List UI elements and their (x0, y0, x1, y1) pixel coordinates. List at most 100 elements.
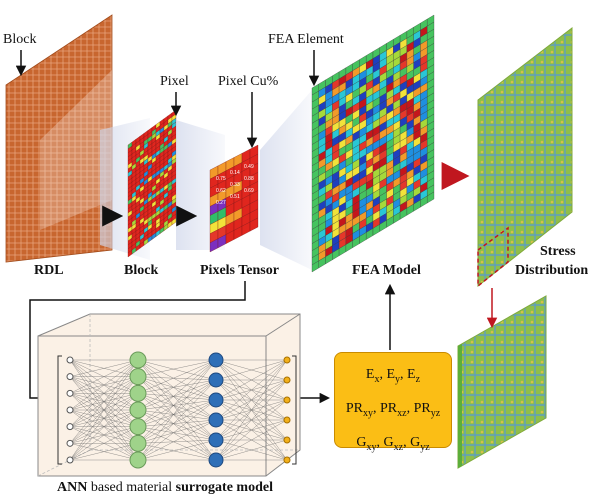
ann-neuron (283, 396, 291, 404)
ann-neuron (66, 456, 74, 464)
ann-neuron (208, 392, 224, 408)
ann-connection (215, 419, 288, 461)
ann-connection (137, 399, 217, 427)
ann-connection (69, 426, 139, 461)
ann-connection (137, 443, 217, 461)
ann-connection (137, 376, 217, 401)
ann-neuron (283, 376, 291, 384)
caption-part-mid: based material (87, 480, 176, 495)
pixels-tensor-panel: 0.750.140.490.620.330.880.270.510.69 (209, 144, 259, 253)
ann-connection (69, 443, 139, 461)
ann-connection (69, 359, 139, 394)
ann-connection (137, 379, 217, 394)
ann-connection (137, 359, 217, 427)
property-PR-yz: PRyz (413, 400, 441, 419)
ann-neuron (129, 368, 147, 386)
ann-neuron (129, 451, 147, 469)
ann-connection (215, 359, 288, 461)
ann-connection (69, 409, 139, 461)
tensor-value: 0.88 (244, 176, 254, 182)
label-stress-1: Stress (540, 244, 576, 259)
tensor-value: 0.33 (230, 182, 240, 188)
property-E-x: Ex, (365, 367, 387, 385)
ann-neuron (66, 389, 74, 397)
ann-connection (69, 359, 139, 461)
tensor-value: 0.49 (244, 164, 254, 170)
ann-neuron (283, 436, 291, 444)
property-E-z: Ez (407, 367, 421, 385)
ann-neuron (208, 412, 224, 428)
ann-neuron (66, 439, 74, 447)
tensor-value: 0.62 (216, 188, 226, 194)
ann-neuron (66, 373, 74, 381)
ann-connection (137, 393, 217, 421)
ann-connection (137, 376, 217, 381)
ann-connection (137, 393, 217, 401)
label-block-top: Block (3, 32, 37, 47)
label-fea-model: FEA Model (352, 263, 421, 278)
tensor-value: 0.14 (230, 170, 240, 176)
ann-neuron (66, 356, 74, 364)
ann-neuron (283, 416, 291, 424)
ann-connection (137, 359, 217, 394)
fea-model-panel (311, 14, 435, 273)
ann-connection (137, 399, 217, 461)
ann-neuron (129, 418, 147, 436)
material-properties-box: Ex, Ey, Ez PRxy, PRxz, PRyz Gxy, Gxz, Gy… (334, 352, 452, 453)
ann-neuron (283, 456, 291, 464)
property-PR-xy: PRxy, (345, 400, 380, 419)
ann-connection (215, 379, 288, 461)
ann-connection (69, 359, 139, 444)
property-G-xz: Gxz, (383, 434, 411, 453)
label-pixel: Pixel (160, 74, 189, 89)
ann-connection (137, 426, 217, 441)
property-E-y: Ey, (386, 367, 408, 385)
caption-part-surrogate: surrogate model (175, 480, 273, 495)
ann-connection (137, 399, 217, 411)
ann-neuron (66, 406, 74, 414)
ann-neuron (208, 452, 224, 468)
ann-connection (137, 393, 217, 441)
property-PR-xz: PRxz, (379, 400, 414, 419)
ann-connection (69, 359, 139, 377)
ann-neuron (208, 352, 224, 368)
ann-connection (69, 376, 139, 461)
ann-connection (137, 419, 217, 427)
ann-connection (137, 379, 217, 461)
property-G-xy: Gxy, (356, 434, 384, 453)
caption-part-ann: ANN (57, 480, 88, 495)
ann-neuron (129, 384, 147, 402)
ann-connection (69, 393, 139, 461)
ann-neuron (66, 423, 74, 431)
ann-connection (215, 359, 288, 401)
ann-connection (137, 399, 217, 444)
ann-connection (137, 359, 217, 461)
ann-connection (137, 379, 217, 444)
label-rdl: RDL (34, 263, 64, 278)
ann-connection (137, 359, 217, 444)
ann-connection (137, 359, 217, 411)
ann-connection (137, 376, 217, 441)
ann-connection (69, 359, 139, 411)
stress-zoom-panel (457, 295, 547, 469)
ann-connection (137, 419, 217, 444)
tensor-value: 0.75 (216, 176, 226, 182)
ann-connection (69, 359, 139, 427)
ann-connection (215, 439, 288, 461)
input-bracket (57, 355, 62, 465)
zoom-cone-3 (260, 90, 312, 270)
output-bracket (292, 355, 297, 465)
ann-connection (137, 426, 217, 461)
ann-neuron (283, 356, 291, 364)
ann-connection (137, 439, 217, 444)
ann-connection (137, 376, 217, 421)
label-block: Block (124, 263, 159, 278)
ann-neuron (208, 372, 224, 388)
block-panel (127, 109, 177, 258)
grid-cell (427, 191, 435, 204)
label-fea-element: FEA Element (268, 32, 344, 47)
ann-connection (137, 409, 217, 461)
grid-cell (249, 217, 259, 232)
label-stress-2: Distribution (515, 263, 589, 278)
